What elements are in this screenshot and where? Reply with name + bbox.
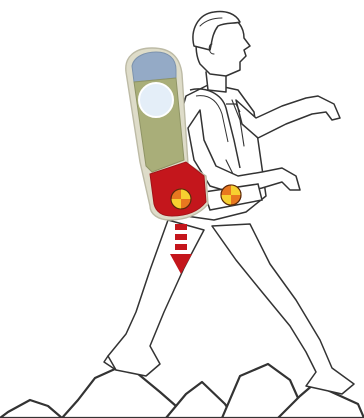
back-leg	[108, 220, 204, 376]
backpack-light-load-circle	[139, 83, 173, 117]
front-arm	[236, 96, 340, 138]
front-leg	[212, 224, 354, 394]
center-of-gravity-icon	[221, 185, 241, 205]
center-of-gravity-icon	[171, 189, 191, 209]
backpack-top-section	[132, 52, 176, 82]
rocky-ground	[0, 364, 364, 418]
